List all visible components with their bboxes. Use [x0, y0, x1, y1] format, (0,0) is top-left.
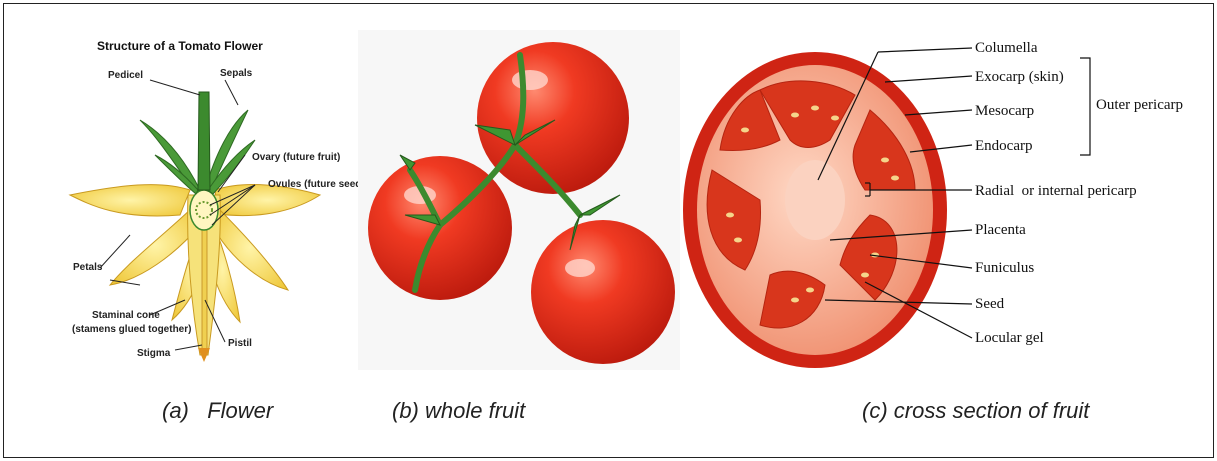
label-ovules: Ovules (future seeds): [268, 179, 370, 190]
caption-cross-section: (c) cross section of fruit: [862, 398, 1090, 423]
columella-shape: [785, 160, 845, 240]
label-sepals: Sepals: [220, 68, 253, 79]
tomato-highlight: [512, 70, 548, 90]
whole-fruit-panel: (b) whole fruit: [358, 30, 680, 423]
label-locular-gel: Locular gel: [975, 330, 1044, 346]
flower-title: Structure of a Tomato Flower: [97, 39, 263, 53]
caption-flower: (a) Flower: [162, 398, 275, 423]
label-outer-pericarp: Outer pericarp: [1096, 97, 1183, 113]
label-ovary: Ovary (future fruit): [252, 152, 340, 163]
label-staminal-cone-note: (stamens glued together): [72, 324, 191, 335]
label-mesocarp: Mesocarp: [975, 103, 1034, 119]
tomato-highlight: [565, 259, 595, 277]
label-exocarp: Exocarp (skin): [975, 69, 1064, 85]
label-placenta: Placenta: [975, 222, 1026, 238]
label-pedicel: Pedicel: [108, 70, 143, 81]
label-staminal-cone: Staminal cone: [92, 310, 160, 321]
flower-sepals: [140, 110, 255, 194]
label-endocarp: Endocarp: [975, 138, 1032, 154]
flower-panel: Structure of a Tomato Flower: [70, 39, 370, 423]
pedicel-shape: [198, 92, 210, 190]
label-pistil: Pistil: [228, 338, 252, 349]
pistil-shape: [202, 230, 207, 352]
cross-section-panel: Columella Exocarp (skin) Mesocarp Endoca…: [683, 40, 1183, 423]
label-petals: Petals: [73, 262, 103, 273]
caption-whole-fruit: (b) whole fruit: [392, 398, 526, 423]
label-radial-pericarp: Radial or internal pericarp: [975, 183, 1137, 199]
tomato-right: [531, 220, 675, 364]
label-columella: Columella: [975, 40, 1038, 56]
label-seed: Seed: [975, 296, 1005, 312]
label-funiculus: Funiculus: [975, 260, 1034, 276]
tomato-top: [477, 42, 629, 194]
label-stigma: Stigma: [137, 348, 171, 359]
